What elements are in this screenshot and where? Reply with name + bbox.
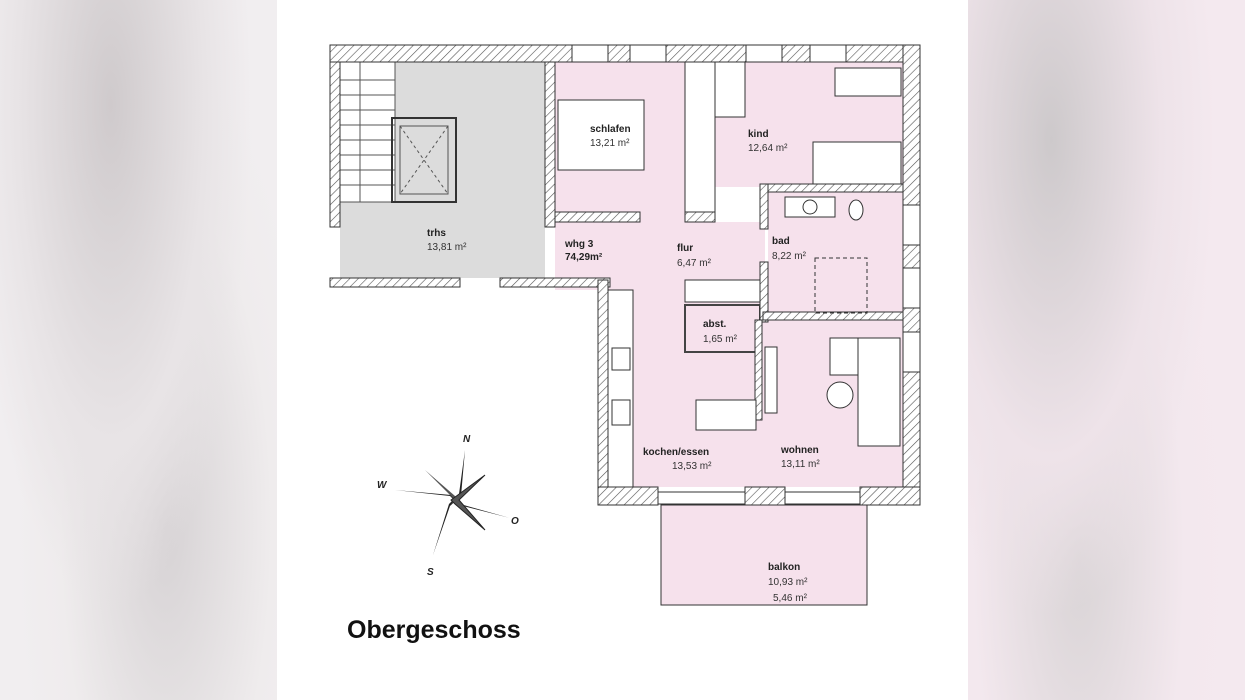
compass-s: S bbox=[427, 567, 434, 578]
label-schlafen: schlafen bbox=[590, 124, 631, 135]
compass-o: O bbox=[511, 516, 519, 527]
room-balkon bbox=[660, 504, 868, 606]
area-trhs: 13,81 m² bbox=[427, 242, 467, 253]
room-abst bbox=[684, 304, 761, 353]
area-balkon: 10,93 m² bbox=[768, 577, 808, 588]
area-flur: 6,47 m² bbox=[677, 258, 712, 269]
floor-title: Obergeschoss bbox=[347, 616, 521, 644]
label-abst: abst. bbox=[703, 319, 727, 330]
label-wohnen: wohnen bbox=[780, 445, 819, 456]
staircase bbox=[339, 61, 457, 203]
label-flur: flur bbox=[677, 243, 693, 254]
label-whg: whg 3 bbox=[564, 239, 594, 250]
compass-n: N bbox=[463, 434, 471, 445]
furniture bbox=[557, 61, 902, 488]
blurred-background-right bbox=[968, 0, 1245, 700]
label-trhs: trhs bbox=[427, 228, 446, 239]
windows bbox=[571, 44, 921, 505]
label-whg-area: 74,29m² bbox=[565, 252, 603, 263]
label-kind: kind bbox=[748, 129, 769, 140]
area-wohnen: 13,11 m² bbox=[781, 459, 820, 470]
area-schlafen: 13,21 m² bbox=[590, 138, 630, 149]
area-kind: 12,64 m² bbox=[748, 143, 788, 154]
blurred-background-left bbox=[0, 0, 277, 700]
area-abst: 1,65 m² bbox=[703, 334, 738, 345]
compass-rose-icon: N S W O bbox=[377, 434, 519, 578]
area-kochen-essen: 13,53 m² bbox=[672, 461, 712, 472]
compass-w: W bbox=[377, 480, 388, 491]
label-kochen-essen: kochen/essen bbox=[643, 447, 709, 458]
label-bad: bad bbox=[772, 236, 790, 247]
area-bad: 8,22 m² bbox=[772, 251, 807, 262]
area-balkon-2: 5,46 m² bbox=[773, 593, 808, 604]
label-balkon: balkon bbox=[768, 562, 800, 573]
